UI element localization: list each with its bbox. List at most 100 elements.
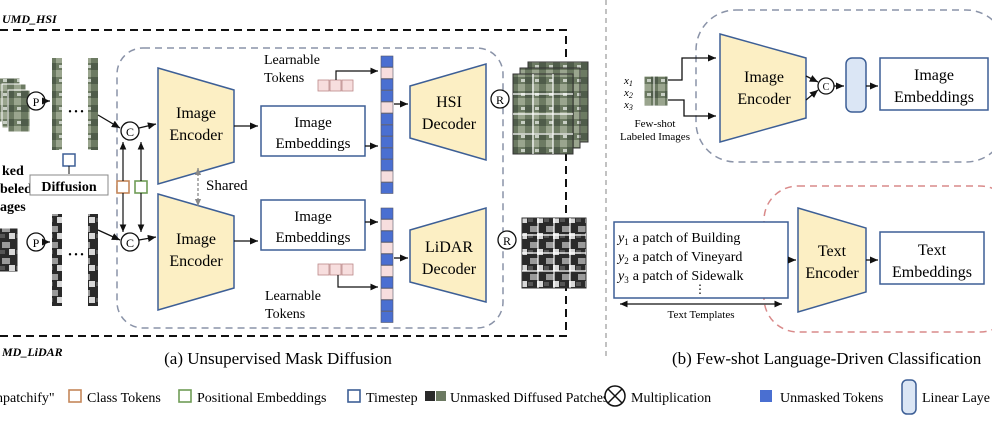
legend-patch-swatch-2 xyxy=(436,391,446,401)
token-cell-bottom-2 xyxy=(380,219,394,231)
token-cell-bottom-4 xyxy=(380,242,394,254)
multiplication-circle-top xyxy=(490,89,510,109)
image-encoder-top-line-2: Encoder xyxy=(169,127,223,144)
image-embeddings-top-line-1: Image xyxy=(294,115,332,131)
token-cell-bottom-10 xyxy=(380,311,394,323)
hsi-patch-column-2 xyxy=(88,58,98,150)
learnable-token-bottom-2 xyxy=(329,263,342,276)
fewshot-x3: x3 xyxy=(623,99,633,112)
image-encoder-top xyxy=(157,67,235,185)
bottom-left-dataset-label: MD_LiDAR xyxy=(1,345,63,359)
image-branch-region xyxy=(695,9,992,163)
legend-patchify: npatchify" xyxy=(0,391,55,406)
learnable-tokens-top-line-2: Tokens xyxy=(264,71,304,86)
fewshot-image-embeddings-line-2: Embeddings xyxy=(894,89,974,106)
fewshot-concat-symbol: C xyxy=(823,82,830,93)
token-cell-top-5 xyxy=(380,101,394,114)
token-cell-top-3 xyxy=(380,78,394,91)
concat-circle-bottom xyxy=(120,232,140,252)
linear-layer xyxy=(845,57,867,113)
token-cell-bottom-5 xyxy=(380,253,394,266)
token-cell-bottom-9 xyxy=(380,299,394,312)
concat-symbol-bottom: C xyxy=(126,236,134,250)
learnable-token-top-3 xyxy=(341,79,354,92)
token-cell-top-6 xyxy=(380,113,394,125)
legend-positional-embeddings: Positional Embeddings xyxy=(197,391,327,406)
learnable-token-bottom-1 xyxy=(317,263,330,276)
token-cell-top-11 xyxy=(380,170,394,183)
legend-class-tokens: Class Tokens xyxy=(87,391,161,406)
fewshot-label-line-2: Labeled Images xyxy=(620,131,690,143)
legend-timestep-swatch xyxy=(347,389,361,403)
left-partial-line-2: beled xyxy=(0,182,32,197)
legend-linear-layer-swatch xyxy=(901,379,917,415)
token-cell-top-12 xyxy=(380,182,394,194)
token-cell-top-7 xyxy=(380,124,394,137)
multiplication-circle-bottom xyxy=(497,230,517,250)
lidar-patch-column-2 xyxy=(88,214,98,306)
concat-circle-top xyxy=(120,121,140,141)
outer-frame-a xyxy=(0,29,567,337)
fewshot-label-line-1: Few-shot xyxy=(635,118,676,130)
image-embeddings-top-line-2: Embeddings xyxy=(276,136,351,152)
legend-linear-layer: Linear Laye xyxy=(922,391,990,406)
learnable-tokens-bottom-line-1: Learnable xyxy=(265,289,321,304)
fewshot-x1: x1 xyxy=(623,75,633,88)
legend-timestep: Timestep xyxy=(366,391,418,406)
diffusion-box xyxy=(29,174,109,196)
token-column-bottom xyxy=(380,207,394,323)
token-cell-top-8 xyxy=(380,136,394,148)
left-partial-line-3: ages xyxy=(0,200,26,215)
legend-unmasked-token-swatch xyxy=(760,390,772,402)
hsi-input-stack xyxy=(0,77,31,133)
lidar-decoder xyxy=(409,207,487,303)
token-cell-top-1 xyxy=(380,55,394,68)
text-embeddings xyxy=(879,231,985,285)
learnable-token-top-2 xyxy=(329,79,342,92)
patchify-symbol-bottom: P xyxy=(33,236,40,250)
text-templates-ellipsis: ⋮ xyxy=(694,282,706,296)
legend-patch-swatch-1 xyxy=(425,391,435,401)
image-embeddings-top xyxy=(260,105,366,157)
caption-a: (a) Unsupervised Mask Diffusion xyxy=(164,349,392,368)
learnable-token-top-1 xyxy=(317,79,330,92)
image-encoder-bottom xyxy=(157,193,235,311)
token-cell-top-4 xyxy=(380,90,394,102)
legend-unmasked-patches: Unmasked Diffused Patches xyxy=(450,391,608,406)
text-embeddings-line-2: Embeddings xyxy=(892,264,972,281)
token-cell-bottom-8 xyxy=(380,288,394,300)
lidar-decoder-line-2: Decoder xyxy=(422,261,477,278)
hsi-decoder-line-1: HSI xyxy=(436,94,462,111)
top-left-dataset-label: UMD_HSI xyxy=(2,12,58,26)
token-cell-bottom-3 xyxy=(380,230,394,243)
token-cell-top-2 xyxy=(380,67,394,79)
learnable-token-bottom-3 xyxy=(341,263,354,276)
image-encoder-top-line-1: Image xyxy=(176,105,216,122)
fewshot-image-embeddings-line-1: Image xyxy=(914,67,954,84)
legend-class-token-swatch xyxy=(68,389,82,403)
fewshot-image-encoder-line-2: Encoder xyxy=(737,91,791,108)
fewshot-image-stack xyxy=(643,75,669,107)
token-cell-top-9 xyxy=(380,147,394,160)
fewshot-x2: x2 xyxy=(623,87,633,100)
lidar-reconstruction-output xyxy=(521,217,587,289)
positional-embedding-token xyxy=(134,180,148,194)
legend-pos-embed-swatch xyxy=(178,389,192,403)
hsi-patch-ellipsis: • • • xyxy=(68,107,84,118)
token-cell-bottom-1 xyxy=(380,207,394,220)
multiplication-symbol-bottom: R xyxy=(503,234,511,248)
class-token xyxy=(116,180,130,194)
text-templates-box xyxy=(613,221,789,299)
hsi-reconstruction-output xyxy=(512,61,589,155)
image-embeddings-bottom xyxy=(260,199,366,251)
shared-label: Shared xyxy=(206,178,248,194)
token-column-top xyxy=(380,55,394,194)
learnable-tokens-bottom-line-2: Tokens xyxy=(265,307,305,322)
lidar-patch-ellipsis: • • • xyxy=(68,250,84,261)
image-embeddings-bottom-line-1: Image xyxy=(294,209,332,225)
